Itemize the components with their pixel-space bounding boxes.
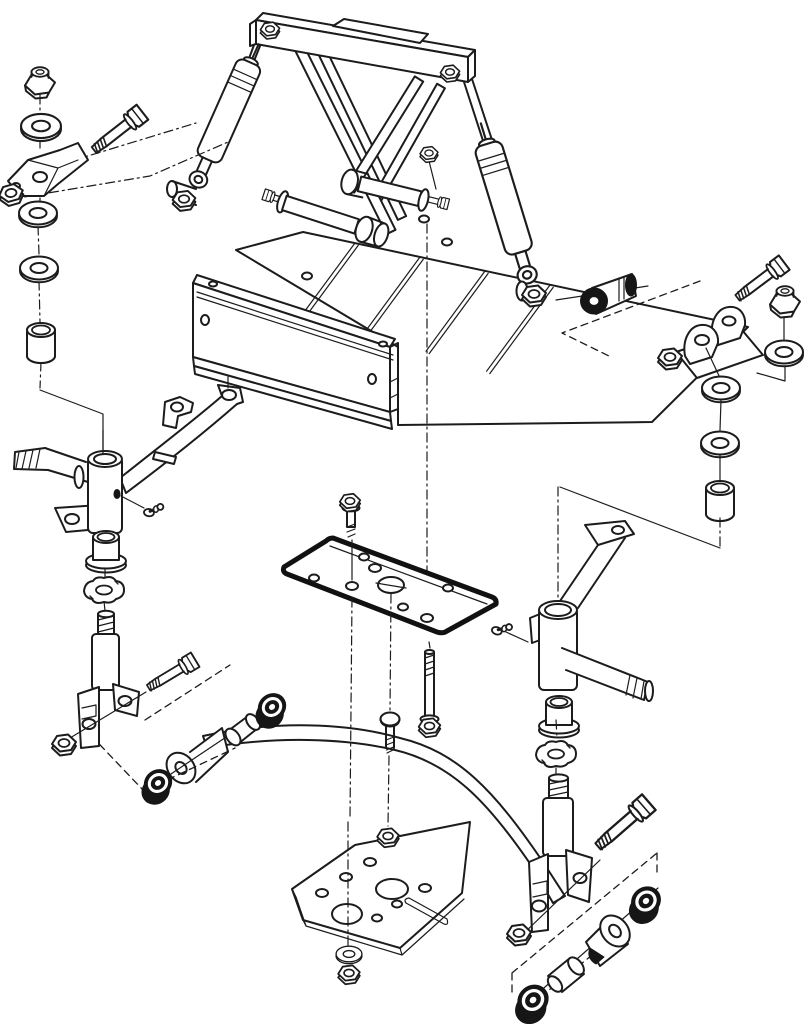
flat-washer [335,945,363,965]
hex-bolt [590,793,657,856]
wave-washer [83,576,125,604]
leaf-spring [82,664,566,904]
sleeve [546,956,585,993]
axle-beam [119,376,244,494]
flat-washer [19,255,59,284]
flanged-bushing [538,695,580,739]
hex-bolt [87,103,150,159]
top-left-stack [0,66,229,453]
hex-nut [51,733,77,757]
flanged-bushing [85,530,127,574]
frame-channel [192,274,399,430]
flat-washer [18,200,58,229]
shock-absorber-right [466,118,547,308]
mounting-plate [280,223,529,643]
link-arm-rear [340,168,451,212]
spacer-bushing [705,480,735,522]
hex-nut [337,964,361,986]
carriage-bolt [379,711,401,754]
grease-fitting [489,617,515,640]
lock-nut [24,66,56,100]
rubber-bushing [618,879,671,931]
hex-nut [376,827,400,849]
shock-absorber-left [166,37,272,212]
hex-nut [506,923,532,947]
top-right-group [555,254,804,599]
flat-washer [764,339,804,368]
center-hardware [335,492,442,986]
kingpin-yoke-right [504,773,671,1024]
spindle-left [13,429,166,612]
lock-nut [769,285,801,319]
spacer-bushing [26,322,56,364]
assembly-axis [37,94,42,389]
wave-washer [535,740,577,768]
link-arm-front [261,188,390,248]
shackle-bracket [675,305,786,382]
hex-bolt [338,492,362,538]
long-bolt [417,641,442,739]
bottom-plate [291,821,471,956]
hex-bolt [143,651,201,696]
alignment-plane [561,280,701,358]
flat-washer [701,375,741,404]
spindle-right [529,520,654,739]
shackle-clevis [7,142,89,197]
kingpin-yoke-left [51,609,201,757]
center-bolt-axis-top [419,145,439,190]
grease-fitting [141,500,166,520]
spring-eye [585,914,631,967]
frame-deck [235,214,749,426]
flat-washer [20,112,63,143]
lift-frame [246,12,495,236]
spring-eye [165,727,229,785]
flat-washer [700,430,740,459]
hex-nut [657,347,683,371]
roller-bushing [580,273,637,315]
